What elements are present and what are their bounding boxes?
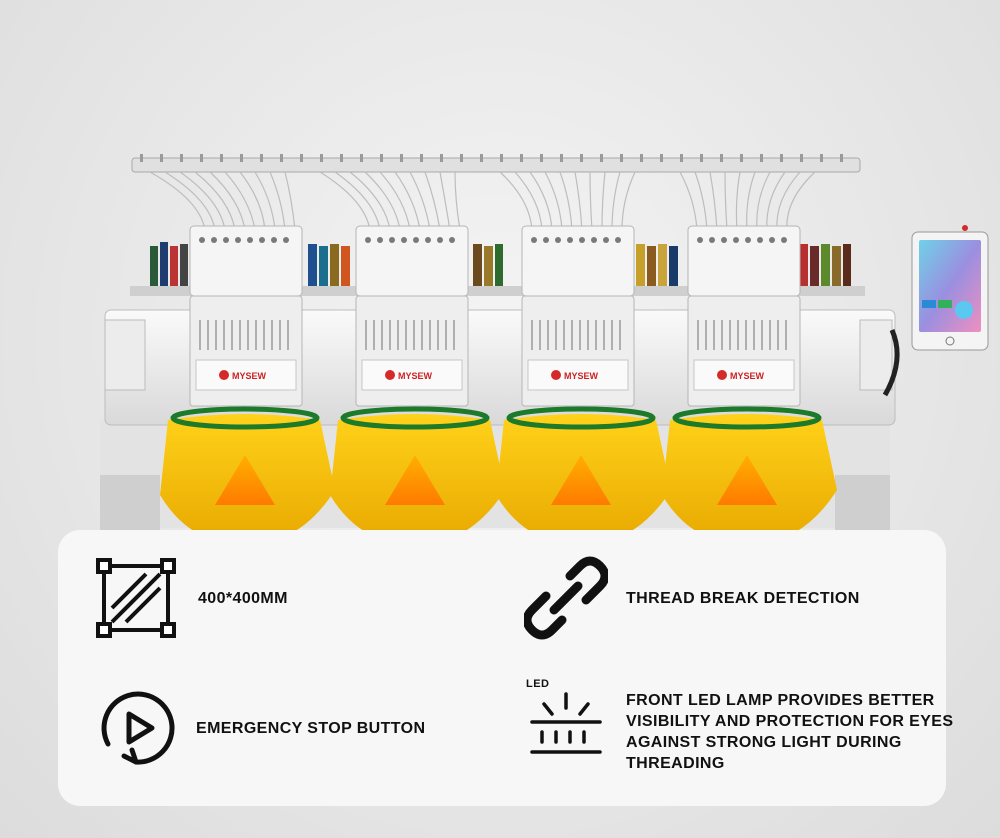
right-leg: [835, 475, 890, 530]
features-card: 400*400MM THREAD BREAK DETECTION EMERGEN…: [58, 530, 953, 806]
feature-label: 400*400MM: [198, 589, 288, 607]
garment-2: [330, 406, 505, 545]
feature-label: FRONT LED LAMP PROVIDES BETTER VISIBILIT…: [626, 692, 954, 772]
right-side-panel: [859, 319, 893, 391]
area-frame-icon: [94, 556, 178, 640]
led-lamp-icon: LED: [524, 678, 608, 766]
head-3: MYSEW: [521, 225, 635, 407]
hooped-garments: [160, 406, 837, 545]
feature-label: THREAD BREAK DETECTION: [626, 589, 860, 607]
head-1: MYSEW: [189, 225, 303, 407]
thread-spools: [150, 242, 851, 286]
feature-label: EMERGENCY STOP BUTTON: [196, 719, 426, 737]
screen-arm: [882, 329, 900, 397]
head-4: MYSEW: [687, 225, 801, 407]
feature-embroidery-area: 400*400MM: [94, 556, 288, 640]
machine-illustration: MYSEW MYSEW MYSEW MYSEW: [100, 154, 989, 545]
embroidery-heads: MYSEW MYSEW MYSEW MYSEW: [189, 225, 801, 407]
garment-4: [662, 406, 837, 545]
garment-3: [496, 406, 671, 545]
svg-text:MYSEW: MYSEW: [232, 371, 267, 381]
svg-text:MYSEW: MYSEW: [398, 371, 433, 381]
play-circle-icon: [94, 686, 178, 770]
left-leg: [100, 475, 160, 530]
left-side-panel: [104, 319, 146, 391]
svg-text:MYSEW: MYSEW: [564, 371, 599, 381]
garment-1: [160, 406, 335, 545]
feature-thread-break: THREAD BREAK DETECTION: [522, 556, 860, 640]
thread-rail: [131, 157, 861, 173]
svg-text:MYSEW: MYSEW: [730, 371, 765, 381]
feature-emergency-stop: EMERGENCY STOP BUTTON: [94, 686, 425, 770]
led-icon-text: LED: [526, 678, 550, 690]
embroidery-machine-image: MYSEW MYSEW MYSEW MYSEW: [100, 154, 989, 545]
feature-led-lamp: LED FRONT LED LAMP PROVIDES BETTER VISIB…: [524, 678, 956, 774]
rail-pegs: [140, 154, 843, 162]
control-touchscreen[interactable]: [911, 225, 989, 351]
thread-lines: [149, 171, 816, 231]
chain-link-icon: [522, 556, 610, 640]
head-2: MYSEW: [355, 225, 469, 407]
spool-shelf: [130, 286, 865, 296]
